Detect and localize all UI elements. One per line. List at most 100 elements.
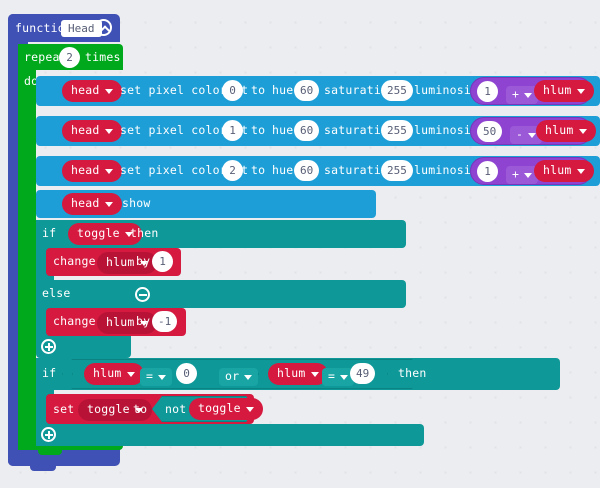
show-action-label: show — [122, 196, 151, 210]
chevron-down-icon — [126, 371, 135, 377]
chevron-down-icon — [139, 320, 148, 326]
plus-circle-icon[interactable] — [41, 339, 56, 354]
change-keyword-label: change — [53, 314, 96, 328]
head-variable-dropdown[interactable]: head — [62, 80, 122, 102]
to-label: to — [251, 123, 266, 137]
math-operator-dropdown[interactable]: - — [510, 126, 543, 144]
chevron-down-icon — [524, 172, 533, 178]
by-label: by — [136, 254, 151, 268]
if-range-block-footer[interactable] — [36, 424, 424, 446]
compare-right-variable-label: hlum — [277, 366, 306, 381]
repeat-block-notch — [38, 450, 62, 455]
compare-right-value-field[interactable]: 49 — [350, 363, 376, 384]
chevron-down-icon — [576, 168, 585, 174]
plus-circle-icon[interactable] — [41, 427, 56, 442]
change-variable-dropdown[interactable]: hlum — [97, 312, 157, 334]
else-label: else — [42, 286, 71, 300]
chevron-down-icon — [528, 132, 537, 138]
change-amount-field[interactable]: 1 — [152, 251, 173, 272]
repeat-count-field[interactable]: 2 — [59, 47, 80, 68]
not-label: not — [165, 402, 187, 416]
pixel-index-field[interactable]: 1 — [222, 120, 243, 141]
saturation-field[interactable]: 255 — [381, 80, 413, 101]
pixel-index-field[interactable]: 2 — [222, 160, 243, 181]
repeat-keyword-label: repeat — [24, 50, 67, 64]
chevron-down-icon — [244, 374, 253, 380]
math-right-variable-dropdown[interactable]: hlum — [536, 120, 596, 142]
hue-field[interactable]: 60 — [294, 120, 320, 141]
or-operator-dropdown[interactable]: or — [219, 368, 259, 386]
saturation-field[interactable]: 255 — [381, 160, 413, 181]
else-block-header[interactable] — [36, 280, 406, 308]
math-right-variable-dropdown[interactable]: hlum — [534, 80, 594, 102]
minus-circle-icon[interactable] — [135, 287, 150, 302]
math-operator-label: + — [512, 167, 520, 182]
function-name-field[interactable]: Head — [61, 20, 102, 37]
set-pixel-action-label: set pixel color at — [120, 163, 249, 177]
not-operand-variable-label: toggle — [198, 401, 241, 416]
saturation-field[interactable]: 255 — [381, 120, 413, 141]
chevron-down-icon — [134, 407, 143, 413]
compare-left-variable-dropdown[interactable]: hlum — [84, 363, 144, 385]
compare-left-operator-dropdown[interactable]: = — [140, 368, 173, 386]
compare-left-operator-label: = — [146, 369, 154, 384]
chevron-down-icon — [124, 231, 133, 237]
pixel-index-field[interactable]: 0 — [222, 80, 243, 101]
chevron-down-icon — [104, 88, 113, 94]
head-variable-dropdown[interactable]: head — [62, 193, 122, 215]
chevron-up-circle-icon[interactable] — [95, 19, 112, 36]
repeat-do-label: do — [24, 74, 39, 88]
compare-right-operator-label: = — [328, 369, 336, 384]
math-left-operand-field[interactable]: 50 — [477, 121, 503, 142]
set-variable-dropdown[interactable]: toggle — [78, 399, 152, 421]
luminosity-label: luminosity — [414, 123, 486, 137]
head-variable-dropdown[interactable]: head — [62, 160, 122, 182]
luminosity-label: luminosity — [414, 83, 486, 97]
if-label: if — [42, 366, 57, 380]
change-variable-dropdown[interactable]: hlum — [97, 252, 157, 274]
saturation-label: saturation — [324, 123, 396, 137]
change-variable-label: hlum — [106, 255, 135, 270]
then-label: then — [398, 366, 427, 380]
repeat-block-body[interactable] — [18, 44, 36, 450]
if-condition-variable-dropdown[interactable]: toggle — [68, 223, 142, 245]
hue-label: hue — [272, 83, 294, 97]
head-variable-dropdown[interactable]: head — [62, 120, 122, 142]
set-pixel-action-label: set pixel color at — [120, 83, 249, 97]
if-toggle-block-footer[interactable] — [36, 336, 131, 358]
function-keyword-label: function — [15, 21, 72, 35]
compare-right-operator-dropdown[interactable]: = — [322, 368, 355, 386]
chevron-down-icon — [139, 260, 148, 266]
change-amount-field[interactable]: -1 — [152, 311, 178, 332]
head-variable-label: head — [71, 123, 100, 138]
or-operator-label: or — [225, 369, 240, 384]
equals-boolean-block-right[interactable] — [258, 359, 388, 389]
if-condition-variable-label: toggle — [77, 226, 120, 241]
math-operator-label: - — [516, 127, 524, 142]
compare-left-value-field[interactable]: 0 — [176, 363, 197, 384]
math-left-operand-field[interactable]: 1 — [477, 161, 498, 182]
math-right-variable-label: hlum — [543, 163, 572, 178]
math-right-variable-label: hlum — [545, 123, 574, 138]
compare-right-variable-dropdown[interactable]: hlum — [268, 363, 328, 385]
hue-label: hue — [272, 163, 294, 177]
hue-field[interactable]: 60 — [294, 80, 320, 101]
set-pixel-action-label: set pixel color at — [120, 123, 249, 137]
chevron-down-icon — [340, 374, 349, 380]
saturation-label: saturation — [324, 83, 396, 97]
chevron-down-icon — [104, 201, 113, 207]
math-operator-dropdown[interactable]: + — [506, 86, 539, 104]
repeat-times-label: times — [85, 50, 121, 64]
math-operator-dropdown[interactable]: + — [506, 166, 539, 184]
to-label: to — [133, 402, 148, 416]
not-operand-variable-dropdown[interactable]: toggle — [189, 398, 263, 420]
hue-field[interactable]: 60 — [294, 160, 320, 181]
compare-left-variable-label: hlum — [93, 366, 122, 381]
set-keyword-label: set — [53, 402, 75, 416]
change-variable-label: hlum — [106, 315, 135, 330]
math-left-operand-field[interactable]: 1 — [477, 81, 498, 102]
math-right-variable-dropdown[interactable]: hlum — [534, 160, 594, 182]
or-boolean-block[interactable] — [62, 359, 422, 389]
luminosity-label: luminosity — [414, 163, 486, 177]
